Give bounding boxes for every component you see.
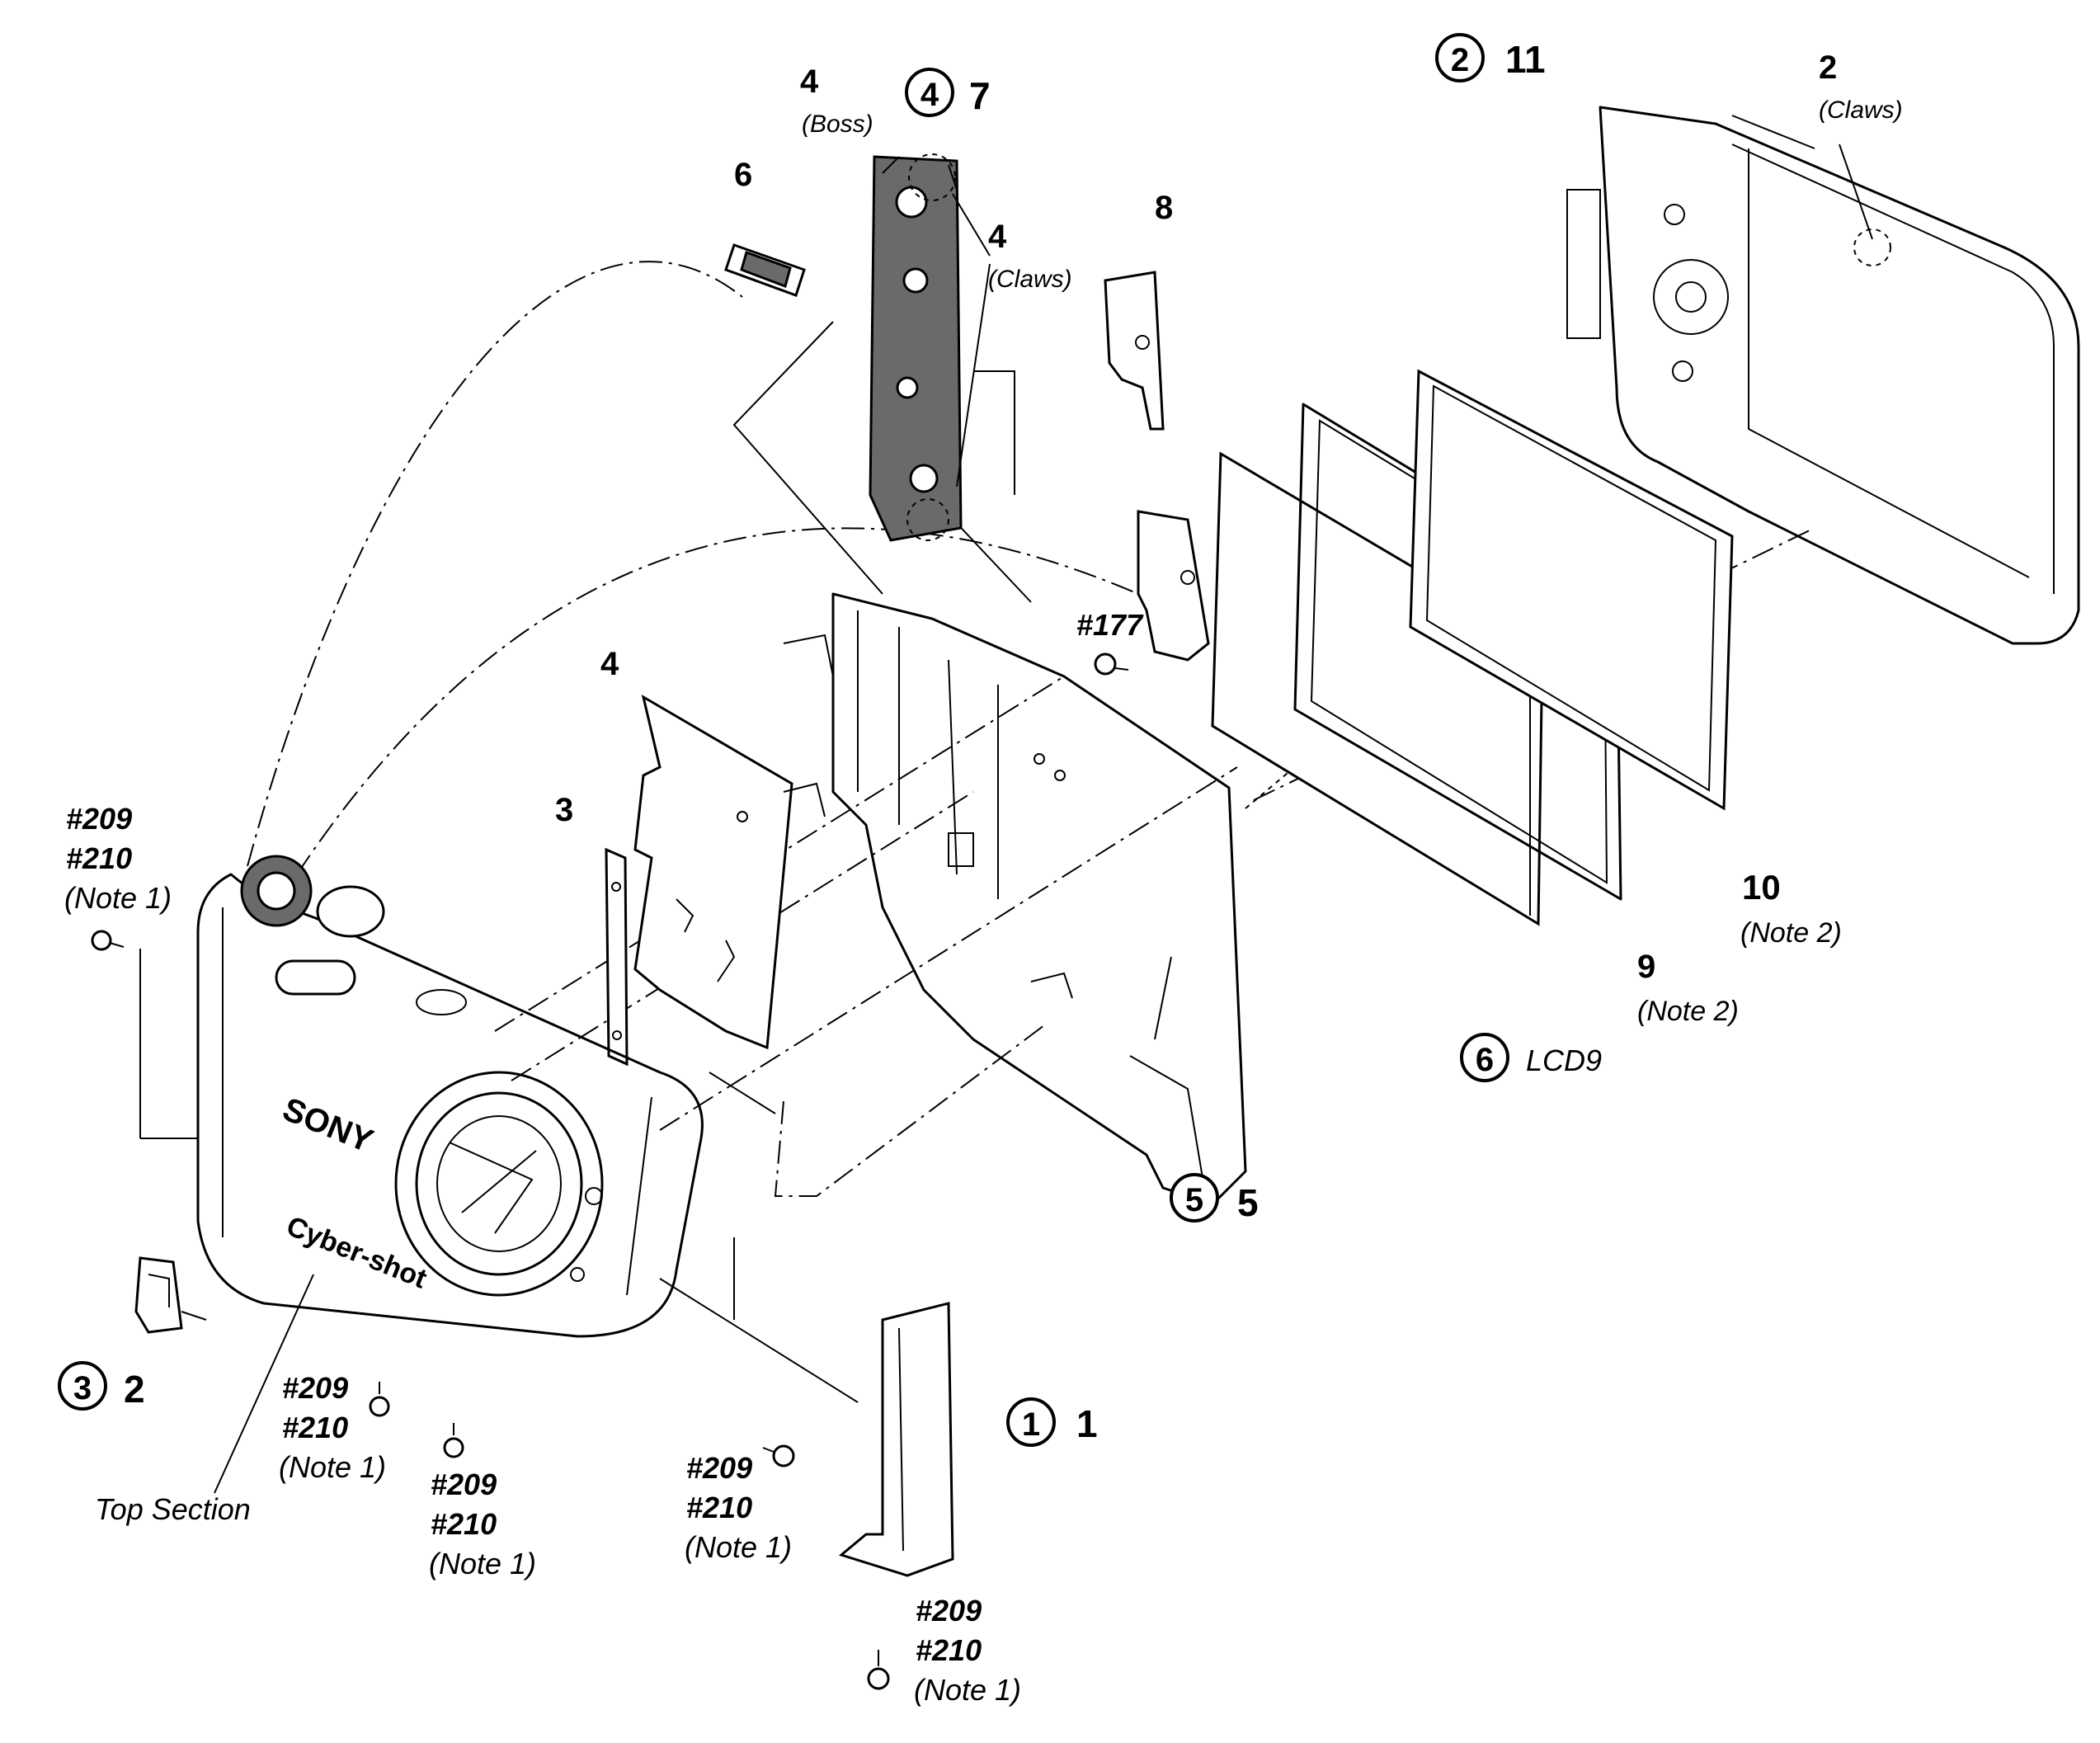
svg-text:4: 4 bbox=[921, 77, 939, 113]
part-4-plate bbox=[633, 694, 793, 1050]
part-2-cover bbox=[134, 1256, 207, 1334]
part-5-frame bbox=[783, 592, 1247, 1206]
svg-text:11: 11 bbox=[1505, 38, 1546, 81]
label-claws2: (Claws) bbox=[1819, 97, 1903, 124]
svg-text:#209: #209 bbox=[916, 1594, 982, 1628]
callout-step-1: 1 1 bbox=[1006, 1397, 1098, 1447]
callout-step-3: 3 2 bbox=[58, 1361, 145, 1411]
camera-body bbox=[196, 855, 704, 1338]
brand-logo: SONY bbox=[278, 1091, 379, 1160]
screw-icon bbox=[369, 1382, 390, 1417]
part-1-battery-door bbox=[838, 1302, 954, 1577]
callout-step-5: 5 5 bbox=[1170, 1173, 1259, 1224]
part-6-tape bbox=[724, 243, 806, 297]
svg-text:1: 1 bbox=[1022, 1406, 1040, 1443]
label-claws2-num: 2 bbox=[1819, 49, 1837, 86]
label-boss: (Boss) bbox=[802, 111, 873, 138]
label-note2-10: (Note 2) bbox=[1740, 917, 1842, 949]
svg-text:2: 2 bbox=[1451, 42, 1469, 78]
label-claws4-num: 4 bbox=[988, 219, 1007, 255]
svg-text:6: 6 bbox=[1476, 1042, 1494, 1078]
svg-text:5: 5 bbox=[1185, 1182, 1203, 1218]
svg-text:(Note 1): (Note 1) bbox=[429, 1547, 536, 1580]
svg-text:#209: #209 bbox=[686, 1451, 752, 1485]
label-part-3: 3 bbox=[555, 792, 573, 828]
svg-text:#210: #210 bbox=[66, 841, 132, 875]
screw-icon bbox=[867, 1650, 890, 1690]
label-claws4: (Claws) bbox=[988, 266, 1072, 293]
svg-text:5: 5 bbox=[1237, 1181, 1259, 1224]
callout-step-2: 2 11 bbox=[1435, 33, 1546, 82]
screw-label-bottom-left: #209 #210 (Note 1) bbox=[279, 1371, 386, 1484]
svg-text:#210: #210 bbox=[686, 1491, 752, 1524]
svg-text:(Note 1): (Note 1) bbox=[914, 1673, 1021, 1707]
svg-text:(Note 1): (Note 1) bbox=[685, 1530, 792, 1564]
svg-text:#209: #209 bbox=[282, 1371, 348, 1405]
label-screw-177: #177 bbox=[1076, 608, 1144, 642]
lcd-stack bbox=[1211, 369, 1734, 926]
rear-cover bbox=[1566, 106, 2080, 645]
label-boss-num: 4 bbox=[800, 64, 819, 100]
svg-text:3: 3 bbox=[73, 1370, 92, 1406]
svg-text:#210: #210 bbox=[431, 1507, 497, 1541]
svg-text:#210: #210 bbox=[282, 1411, 348, 1444]
label-part-4: 4 bbox=[600, 646, 619, 682]
screw-label-left: #209 #210 (Note 1) bbox=[64, 802, 172, 915]
svg-text:#209: #209 bbox=[66, 802, 132, 836]
label-top-section: Top Section bbox=[95, 1492, 251, 1526]
svg-text:1: 1 bbox=[1076, 1402, 1098, 1445]
screw-label-battery-door: #209 #210 (Note 1) bbox=[914, 1594, 1021, 1707]
label-part-8: 8 bbox=[1155, 190, 1173, 226]
svg-text:2: 2 bbox=[124, 1368, 145, 1411]
screw-label-bottom-center: #209 #210 (Note 1) bbox=[429, 1467, 536, 1580]
label-part-9: 9 bbox=[1637, 949, 1655, 985]
callout-step-6: 6 LCD9 bbox=[1460, 1033, 1602, 1082]
svg-text:(Note 1): (Note 1) bbox=[64, 881, 172, 915]
label-part-6: 6 bbox=[734, 157, 752, 193]
part-8-bracket bbox=[1104, 271, 1210, 662]
part-7-board bbox=[869, 153, 991, 542]
screw-icon bbox=[762, 1444, 795, 1467]
part-3-strip bbox=[605, 847, 629, 1067]
callout-step-4: 4 7 bbox=[905, 68, 991, 117]
label-note2-9: (Note 2) bbox=[1637, 996, 1739, 1027]
svg-text:7: 7 bbox=[969, 74, 991, 117]
screw-label-bottom-right: #209 #210 (Note 1) bbox=[685, 1451, 792, 1564]
svg-text:(Note 1): (Note 1) bbox=[279, 1450, 386, 1484]
label-part-10: 10 bbox=[1742, 868, 1781, 907]
model-logo: Cyber-shot bbox=[282, 1210, 431, 1294]
assembly-lines bbox=[139, 261, 1815, 1403]
svg-text:LCD9: LCD9 bbox=[1526, 1043, 1602, 1077]
screw-icon bbox=[1094, 652, 1129, 676]
screw-icon bbox=[91, 930, 125, 951]
svg-text:#209: #209 bbox=[431, 1467, 497, 1501]
svg-text:#210: #210 bbox=[916, 1633, 982, 1667]
screw-icon bbox=[443, 1423, 464, 1458]
screw-icons bbox=[91, 652, 1129, 1690]
